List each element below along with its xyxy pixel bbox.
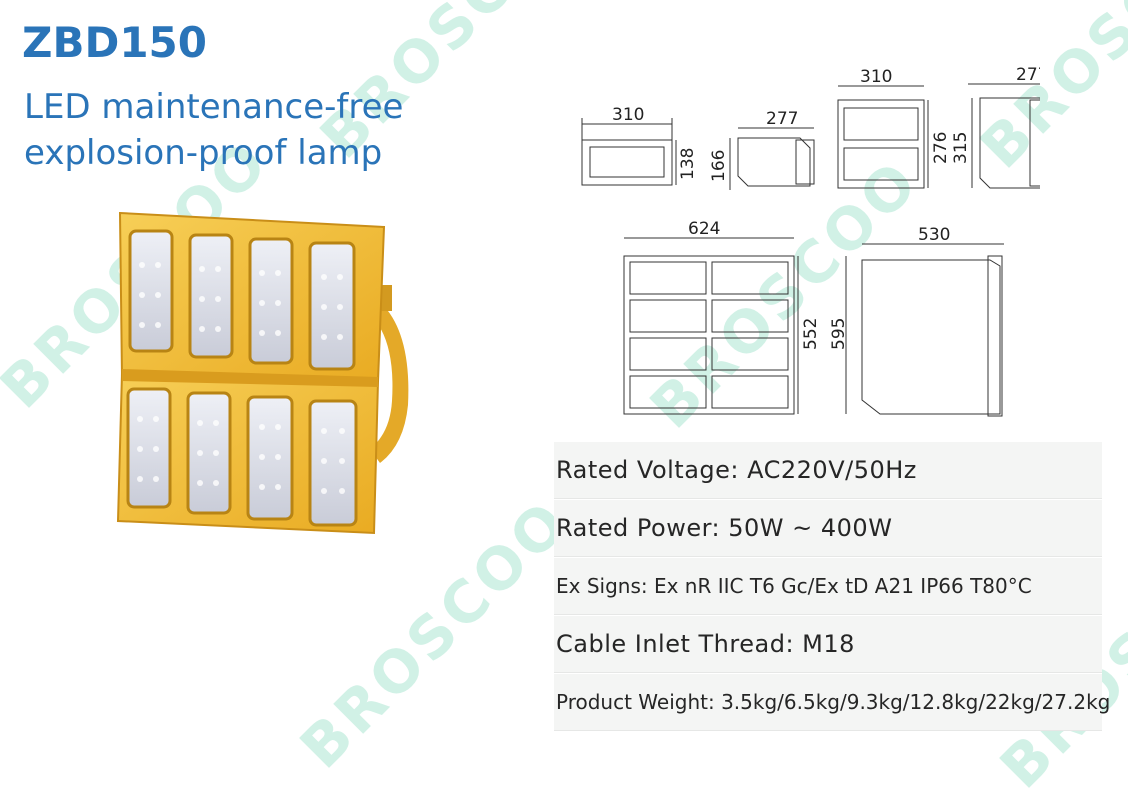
dim-530: 530 [918, 225, 950, 245]
spec-rated-power: Rated Power: 50W ~ 400W [554, 499, 1102, 557]
dim-624: 624 [688, 219, 720, 239]
dim-310-front-double: 310 [860, 67, 892, 87]
dim-595: 595 [829, 318, 849, 350]
dim-552: 552 [801, 318, 821, 350]
dimension-drawings: 310 138 277 166 310 276 277 315 624 552 … [581, 65, 1040, 417]
dim-276: 276 [931, 132, 951, 164]
spec-cable-inlet-thread: Cable Inlet Thread: M18 [554, 615, 1102, 673]
spec-product-weight: Product Weight: 3.5kg/6.5kg/9.3kg/12.8kg… [554, 673, 1110, 731]
spec-ex-signs: Ex Signs: Ex nR IIC T6 Gc/Ex tD A21 IP66… [554, 557, 1102, 615]
subtitle-line-2: explosion-proof lamp [24, 133, 383, 173]
dim-310-front-small: 310 [612, 105, 644, 125]
dim-166: 166 [709, 150, 729, 182]
spec-list: Rated Voltage: AC220V/50Hz Rated Power: … [554, 441, 1110, 731]
spec-rated-voltage: Rated Voltage: AC220V/50Hz [554, 441, 1102, 499]
dim-277-side-double: 277 [1016, 65, 1040, 85]
dim-315: 315 [951, 132, 971, 164]
dim-138: 138 [678, 148, 698, 180]
product-subtitle: LED maintenance-free explosion-proof lam… [24, 84, 484, 176]
dim-277-side-small: 277 [766, 109, 798, 129]
subtitle-line-1: LED maintenance-free [24, 87, 404, 127]
lamp-product-image [116, 211, 409, 535]
product-model-title: ZBD150 [22, 18, 208, 67]
